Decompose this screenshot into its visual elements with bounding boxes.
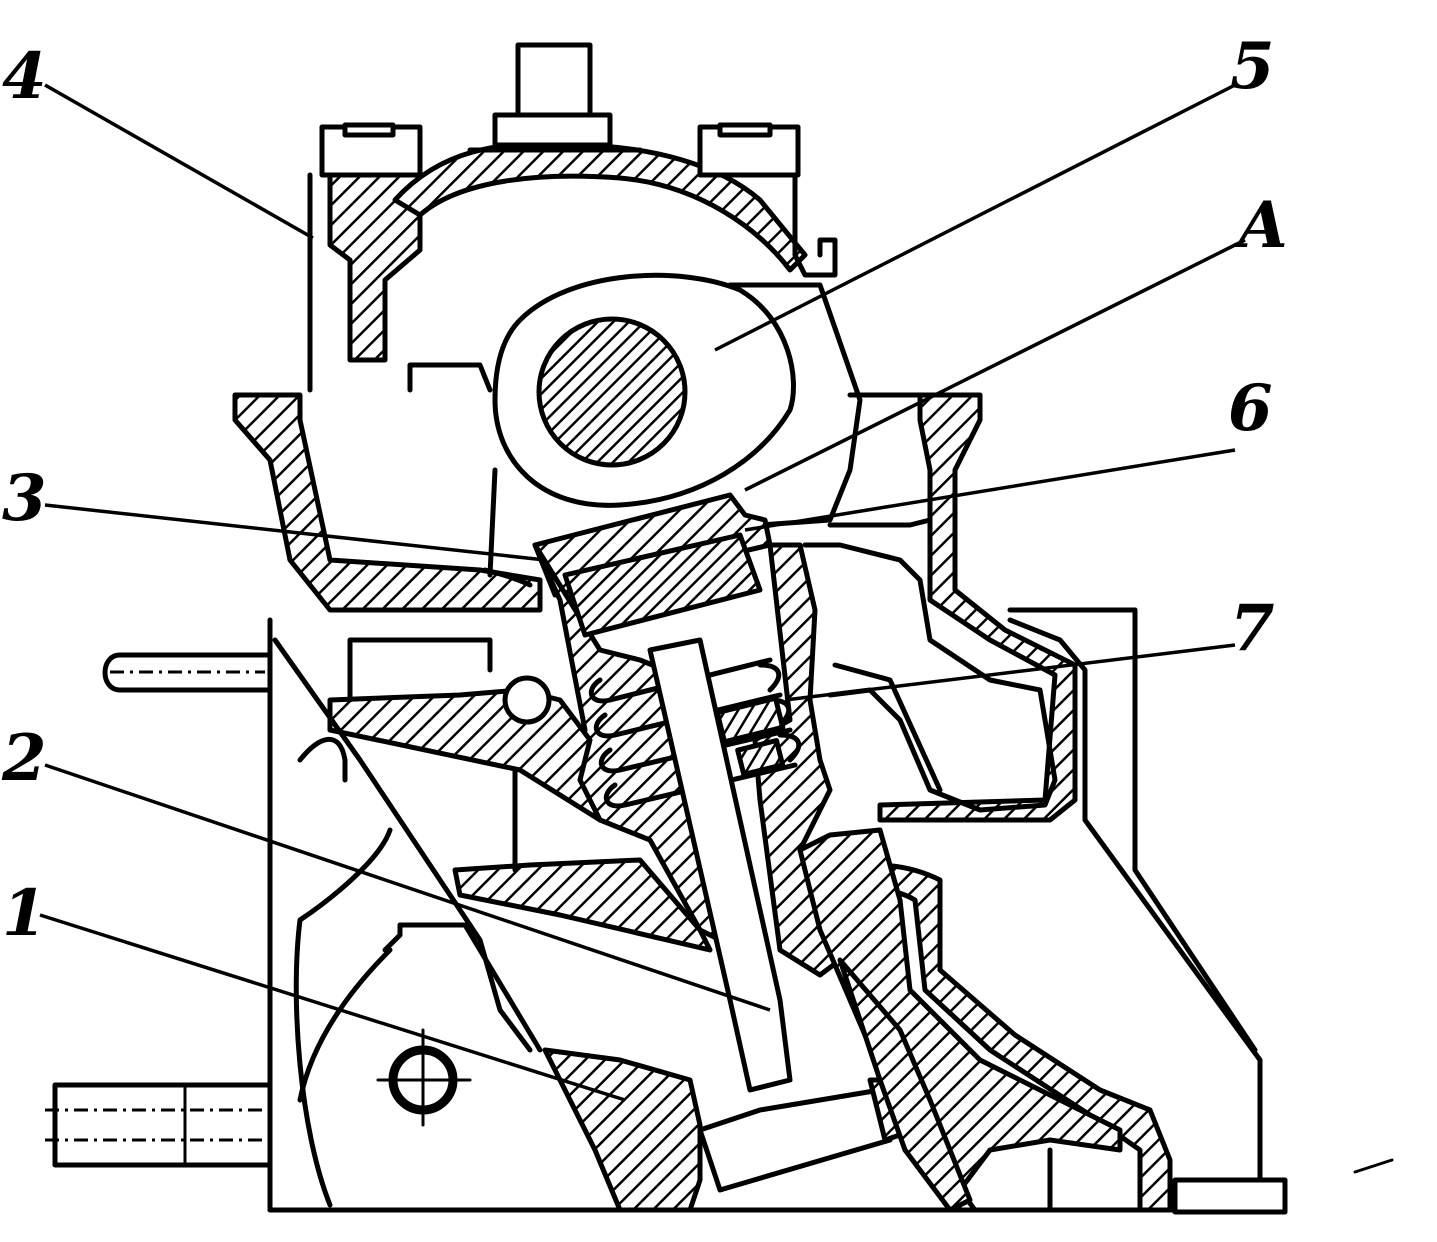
oil-passage-hole	[502, 675, 552, 725]
intake-port-wall	[542, 1047, 703, 1213]
label-6: 6	[1228, 371, 1273, 446]
head-body	[267, 607, 1288, 1215]
stud-crosshair	[376, 1028, 472, 1127]
label-7: 7	[1230, 591, 1275, 666]
valve-spring	[588, 657, 802, 809]
label-1: 1	[2, 876, 47, 951]
label-2: 2	[1, 721, 47, 796]
port-wall-lower	[452, 857, 713, 953]
leader-lines	[39, 83, 1246, 1102]
label-a: A	[1233, 188, 1288, 263]
valve-head	[697, 1087, 893, 1193]
valve-stem	[647, 637, 793, 1093]
stray-mark	[1353, 1158, 1394, 1174]
label-3: 3	[2, 461, 47, 536]
bolts	[319, 42, 801, 178]
camshaft	[536, 316, 688, 468]
port-wall-upper	[327, 687, 603, 823]
spring-retainer	[562, 532, 763, 638]
combustion-chamber-wall	[837, 957, 973, 1213]
label-4: 4	[2, 39, 47, 114]
label-5: 5	[1230, 29, 1275, 104]
left-cover-wall	[232, 392, 543, 613]
side-stud-upper	[102, 652, 273, 693]
side-stud-lower	[45, 1082, 273, 1168]
